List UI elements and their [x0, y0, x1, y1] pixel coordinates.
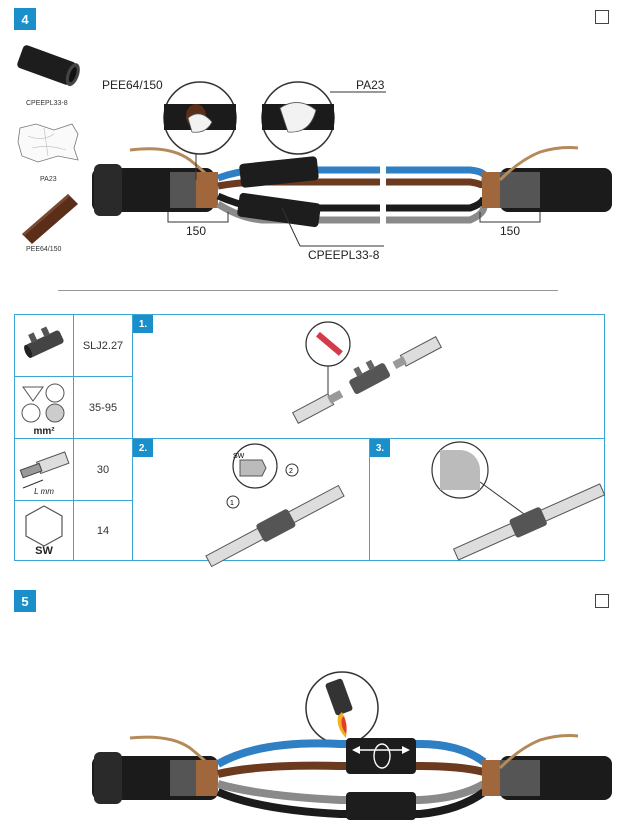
section-divider — [58, 290, 558, 291]
panel-2-tag: 2. — [133, 439, 153, 457]
callout-sleeve: CPEEPL33-8 — [308, 248, 380, 262]
wrench-size-unit: SW — [35, 545, 53, 557]
panel-1-tag: 1. — [133, 315, 153, 333]
panel-2-sw-label: SW — [233, 453, 245, 460]
dimension-right: 150 — [500, 224, 521, 238]
wrench-size-cell: 14 — [73, 500, 133, 561]
cross-section-icon — [21, 383, 65, 422]
callout-leader-right — [330, 91, 386, 93]
cable-assembly-step4 — [92, 120, 612, 247]
cloth-clean-detail-circle — [261, 81, 335, 155]
wrench-size-icon-cell: SW — [14, 500, 74, 561]
sleeve-material-label: CPEEPL33-8 — [26, 100, 68, 107]
connector-type-cell: SLJ2.27 — [73, 314, 133, 377]
tape-wrap-detail-circle — [163, 81, 237, 155]
panel-3-tag: 3. — [370, 439, 390, 457]
strip-length-cell: 30 — [73, 438, 133, 501]
cross-section-unit: mm² — [33, 425, 55, 437]
step-5-badge: 5 — [14, 590, 36, 612]
panel-2-illustration: SW 1 2 — [205, 443, 345, 568]
step-4-checkbox[interactable] — [595, 10, 609, 24]
tape-material-icon — [22, 194, 78, 244]
hex-nut-icon — [25, 505, 63, 547]
cross-section-icon-cell: mm² — [14, 376, 74, 439]
tape-material-label: PEE64/150 — [26, 246, 62, 253]
cable-assembly-step5 — [92, 734, 612, 820]
strip-length-icon-cell: L mm — [14, 438, 74, 501]
callout-tape: PEE64/150 — [102, 78, 163, 92]
panel-1-illustration — [291, 321, 443, 424]
callout-cloth: PA23 — [356, 78, 385, 92]
panel-2-step-one: 1 — [230, 500, 234, 507]
cross-section-range-cell: 35-95 — [73, 376, 133, 439]
step-4-badge: 4 — [14, 8, 36, 30]
strip-length-unit: L mm — [34, 486, 54, 496]
stripped-wire-icon — [19, 450, 70, 488]
cloth-material-icon — [17, 123, 79, 163]
heat-gun-detail-circle — [305, 671, 379, 745]
step-5-checkbox[interactable] — [595, 594, 609, 608]
panel-2-step-two: 2 — [289, 468, 293, 475]
dimension-left: 150 — [186, 224, 207, 238]
connector-icon — [24, 326, 64, 358]
sleeve-material-icon — [17, 45, 80, 87]
panel-3-illustration — [431, 441, 606, 561]
cloth-material-label: PA23 — [40, 176, 57, 183]
connector-icon-cell — [14, 314, 74, 377]
